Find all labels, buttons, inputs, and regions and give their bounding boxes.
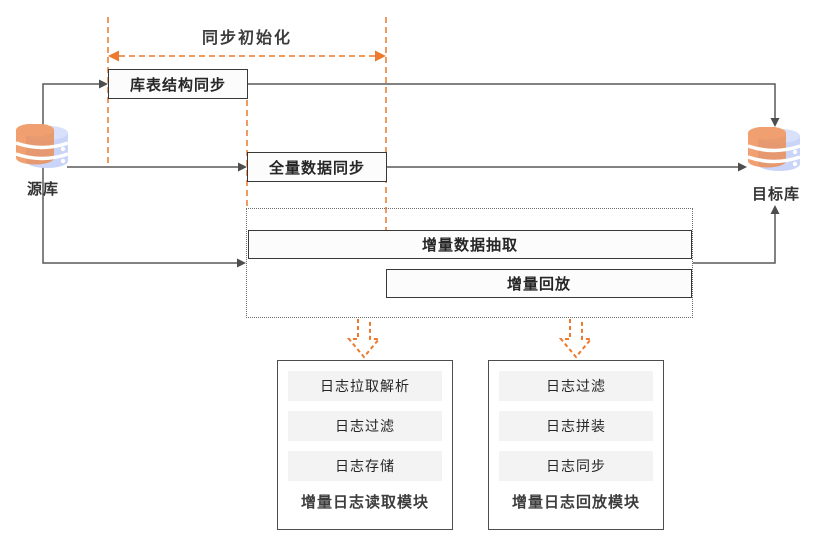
- arrowhead-into-target-left: [738, 162, 747, 172]
- schema-sync-box: 库表结构同步: [108, 69, 248, 99]
- line-source-to-incremental: [42, 166, 237, 264]
- log-replay-module-label: 增量日志回放模块: [511, 494, 640, 511]
- log-read-step-3: 日志存储: [288, 451, 442, 481]
- line-schema-to-target: [248, 83, 776, 118]
- log-read-step-1: 日志拉取解析: [288, 371, 442, 401]
- block-arrow-to-replay-module: [558, 319, 594, 359]
- log-read-step-2: 日志过滤: [288, 411, 442, 441]
- full-data-sync-box: 全量数据同步: [247, 152, 387, 182]
- target-database-icon: [746, 127, 802, 173]
- arrowhead-into-target-bottom: [770, 205, 780, 214]
- arrowhead-into-schema: [99, 79, 108, 89]
- target-db-label: 目标库: [751, 186, 800, 203]
- arrowhead-into-container: [237, 258, 246, 268]
- incremental-extract-box: 增量数据抽取: [248, 230, 692, 259]
- log-replay-module: 日志过滤 日志拼装 日志同步 增量日志回放模块: [488, 360, 664, 530]
- incremental-dotted-container: [246, 208, 693, 318]
- log-replay-step-3: 日志同步: [499, 451, 653, 481]
- sync-init-label: 同步初始化: [201, 30, 292, 47]
- phase-arrowhead-left: [108, 50, 119, 62]
- source-db-label: 源库: [26, 181, 59, 198]
- line-incremental-to-target: [693, 214, 776, 264]
- line-source-to-schema: [42, 83, 99, 127]
- source-database-icon: [14, 124, 70, 170]
- arrowhead-into-target-top: [770, 118, 780, 127]
- log-replay-step-2: 日志拼装: [499, 411, 653, 441]
- block-arrow-to-read-module: [346, 319, 382, 359]
- incremental-replay-box: 增量回放: [386, 269, 692, 298]
- log-read-module: 日志拉取解析 日志过滤 日志存储 增量日志读取模块: [277, 360, 453, 530]
- log-read-module-label: 增量日志读取模块: [300, 494, 429, 511]
- arrowhead-into-full: [238, 162, 247, 172]
- phase-arrowhead-right: [375, 50, 386, 62]
- log-replay-step-1: 日志过滤: [499, 371, 653, 401]
